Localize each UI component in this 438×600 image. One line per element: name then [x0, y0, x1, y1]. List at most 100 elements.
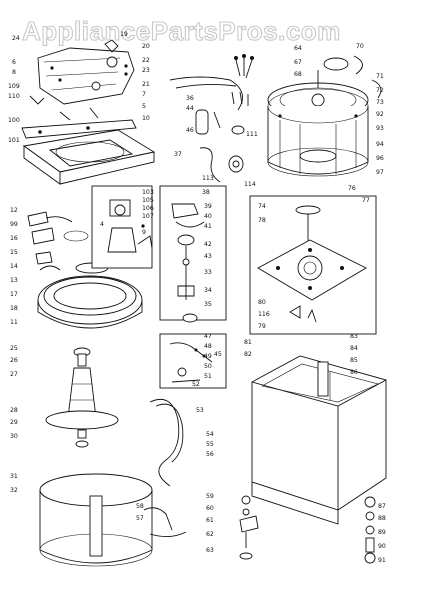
callout-27: 27 [10, 371, 18, 378]
callout-37: 37 [174, 151, 182, 158]
callout-48: 48 [204, 343, 212, 350]
callout-17: 17 [10, 291, 18, 298]
callout-111: 111 [246, 131, 258, 138]
callout-87: 87 [378, 503, 386, 510]
callout-107: 107 [142, 213, 154, 220]
callout-67: 67 [294, 59, 302, 66]
callout-33: 33 [204, 269, 212, 276]
callout-10: 10 [142, 115, 150, 122]
callout-74: 74 [258, 203, 266, 210]
callout-42: 42 [204, 241, 212, 248]
callout-78: 78 [258, 217, 266, 224]
callout-39: 39 [204, 203, 212, 210]
callout-97: 97 [376, 169, 384, 176]
callout-30: 30 [10, 433, 18, 440]
callout-94: 94 [376, 141, 384, 148]
callout-93: 93 [376, 125, 384, 132]
callout-79: 79 [258, 323, 266, 330]
callout-85: 85 [350, 357, 358, 364]
callout-20: 20 [142, 43, 150, 50]
wash-basket [39, 473, 153, 567]
callout-23: 23 [142, 67, 150, 74]
callout-52: 52 [192, 381, 200, 388]
callout-58: 58 [136, 503, 144, 510]
callout-9: 9 [142, 229, 146, 236]
callout-16: 16 [10, 235, 18, 242]
callout-62: 62 [206, 531, 214, 538]
callout-100: 100 [8, 117, 20, 124]
callout-45: 45 [214, 351, 222, 358]
hardware-bottom-center [239, 495, 259, 560]
hinge-bar [21, 107, 137, 139]
callout-53: 53 [196, 407, 204, 414]
callout-61: 61 [206, 517, 214, 524]
callout-114: 114 [244, 181, 256, 188]
callout-105: 105 [142, 197, 154, 204]
callout-70: 70 [356, 43, 364, 50]
callout-59: 59 [206, 493, 214, 500]
callout-24: 24 [12, 35, 20, 42]
callout-86: 86 [350, 369, 358, 376]
lid-switch-parts [27, 211, 73, 271]
callout-35: 35 [204, 301, 212, 308]
cabinet [251, 355, 387, 525]
callout-46: 46 [186, 127, 194, 134]
callout-88: 88 [378, 515, 386, 522]
callout-83: 83 [350, 333, 358, 340]
callout-64: 64 [294, 45, 302, 52]
callout-63: 63 [206, 547, 214, 554]
wire-harness [169, 54, 254, 183]
callout-96: 96 [376, 155, 384, 162]
transmission-base [249, 195, 377, 335]
callout-14: 14 [10, 263, 18, 270]
callout-22: 22 [142, 57, 150, 64]
callout-43: 43 [204, 253, 212, 260]
callout-8: 8 [12, 69, 16, 76]
callout-80: 80 [258, 299, 266, 306]
bracket-box [159, 333, 227, 389]
callout-29: 29 [10, 419, 18, 426]
callout-60: 60 [206, 505, 214, 512]
callout-6: 6 [12, 59, 16, 66]
callout-49: 49 [204, 353, 212, 360]
callout-28: 28 [10, 407, 18, 414]
callout-56: 56 [206, 451, 214, 458]
callout-32: 32 [10, 487, 18, 494]
tub-ring [37, 230, 143, 329]
callout-76: 76 [348, 185, 356, 192]
callout-109: 109 [8, 83, 20, 90]
console-assembly [29, 39, 135, 105]
callout-71: 71 [376, 73, 384, 80]
callout-19: 19 [120, 31, 128, 38]
callout-92: 92 [376, 111, 384, 118]
callout-72: 72 [376, 87, 384, 94]
top-cover [22, 129, 156, 185]
callout-106: 106 [142, 205, 154, 212]
callout-55: 55 [206, 441, 214, 448]
callout-13: 13 [10, 277, 18, 284]
callout-25: 25 [10, 345, 18, 352]
callout-113: 113 [202, 175, 214, 182]
callout-34: 34 [204, 287, 212, 294]
callout-12: 12 [10, 207, 18, 214]
callout-11: 11 [10, 319, 18, 326]
callout-57: 57 [136, 515, 144, 522]
callout-50: 50 [204, 363, 212, 370]
callout-89: 89 [378, 529, 386, 536]
callout-41: 41 [204, 223, 212, 230]
callout-44: 44 [186, 105, 194, 112]
callout-84: 84 [350, 345, 358, 352]
callout-26: 26 [10, 357, 18, 364]
callout-labels: 24 19 20 6 8 22 23 109 110 21 7 5 100 10… [8, 31, 386, 564]
callout-82: 82 [244, 351, 252, 358]
watermark-text: AppliancePartsPros.com [22, 16, 341, 46]
callout-40: 40 [204, 213, 212, 220]
agitator [45, 347, 119, 448]
callout-36: 36 [186, 95, 194, 102]
hardware-right [364, 496, 376, 564]
callout-54: 54 [206, 431, 214, 438]
outer-tub [267, 88, 369, 177]
callout-91: 91 [378, 557, 386, 564]
callout-81: 81 [244, 339, 252, 346]
